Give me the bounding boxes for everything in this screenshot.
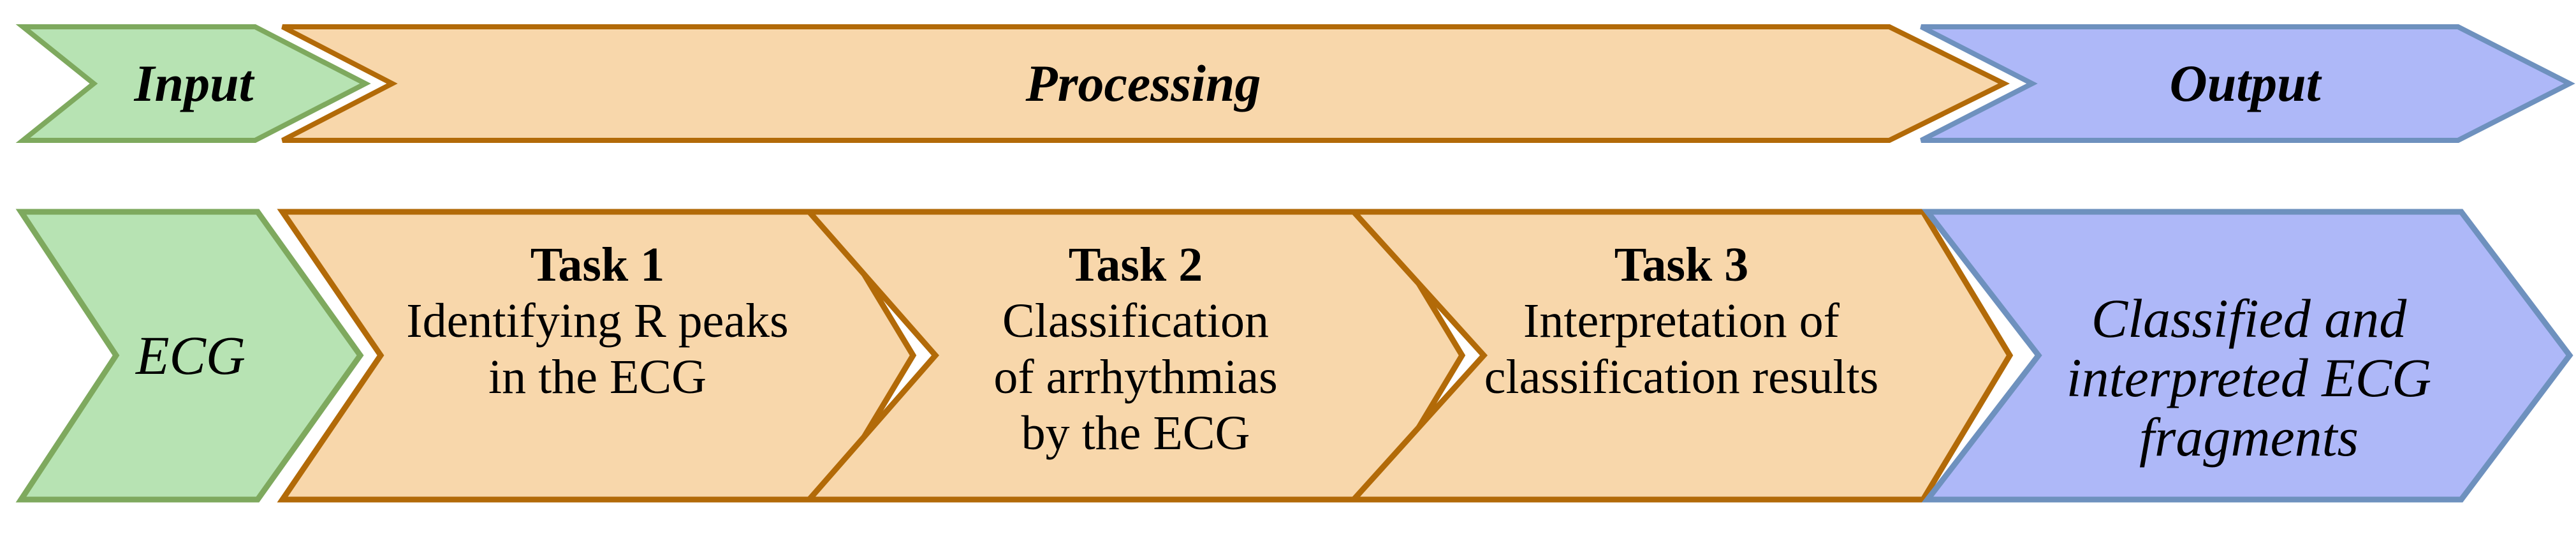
task3-text: Task 3 Interpretation of classification …	[1484, 237, 1878, 405]
task3-arrow	[1347, 209, 2014, 503]
task2-text: Task 2 Classification of arrhythmias by …	[993, 237, 1277, 461]
task2-line: by the ECG	[1021, 406, 1250, 460]
task2-line: of arrhythmias	[993, 350, 1278, 404]
task1-line: Identifying R peaks	[406, 294, 789, 348]
processing-stage-label: Processing	[1025, 54, 1261, 112]
task2-title: Task 2	[1068, 238, 1203, 292]
ecg-input-arrow	[15, 209, 364, 503]
result-line: fragments	[2139, 406, 2359, 468]
output-stage-label: Output	[2169, 54, 2321, 112]
task3-line: classification results	[1484, 350, 1879, 404]
task1-title: Task 1	[530, 238, 665, 292]
result-output-text: Classified and interpreted ECG fragments	[2067, 289, 2431, 467]
input-stage-arrow	[15, 24, 371, 143]
input-stage-label: Input	[134, 54, 254, 112]
task2-line: Classification	[1002, 294, 1269, 348]
result-line: Classified and	[2091, 288, 2407, 349]
task1-line: in the ECG	[488, 350, 706, 404]
result-output-arrow	[1921, 209, 2573, 503]
task3-title: Task 3	[1614, 238, 1749, 292]
ecg-input-label: ECG	[136, 325, 245, 386]
task3-line: Interpretation of	[1523, 294, 1840, 348]
result-line: interpreted ECG	[2066, 347, 2432, 408]
processing-stage-arrow	[281, 24, 2010, 143]
output-stage-arrow	[1920, 24, 2575, 143]
flow-row	[15, 209, 2573, 503]
task1-text: Task 1 Identifying R peaks in the ECG	[406, 237, 788, 405]
header-row	[15, 24, 2575, 143]
